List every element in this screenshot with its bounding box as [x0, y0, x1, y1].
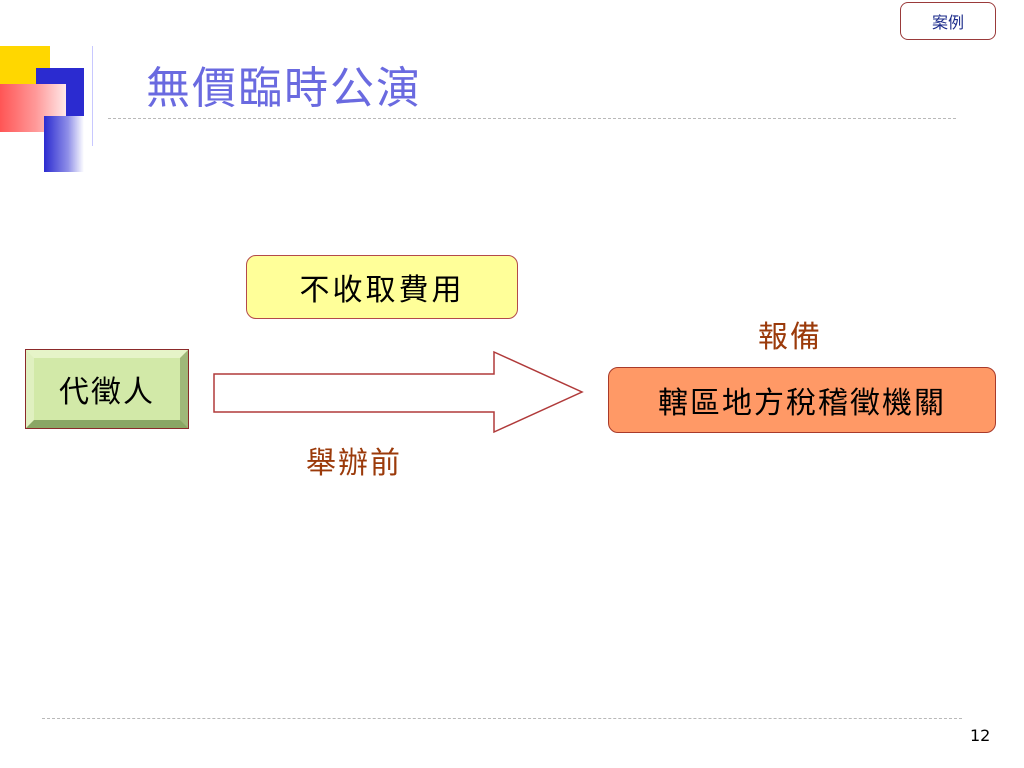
fee-note-box: 不收取費用: [246, 255, 518, 319]
page-number: 12: [970, 726, 991, 745]
flow-arrow: [213, 350, 584, 434]
before-event-label: 舉辦前: [306, 446, 402, 481]
corner-decoration-blue-gradient: [44, 116, 84, 172]
agent-label: 代徵人: [59, 375, 155, 410]
title-divider: [108, 118, 956, 119]
tax-authority-box: 轄區地方稅稽徵機關: [608, 367, 996, 433]
case-tag: 案例: [900, 2, 996, 40]
flow-arrow-shape: [213, 350, 584, 434]
agent-box: 代徵人: [25, 349, 189, 429]
footer-divider: [42, 718, 962, 719]
slide-title: 無價臨時公演: [146, 63, 422, 114]
report-label: 報備: [758, 320, 822, 355]
corner-decoration-line: [92, 46, 93, 146]
